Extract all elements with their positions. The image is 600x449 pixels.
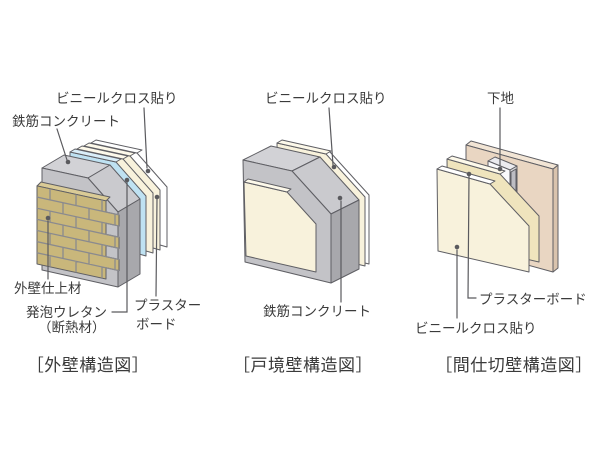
leader-line: [111, 181, 128, 313]
plasterboard-top-edge: [446, 155, 506, 175]
caption-exterior-wall: ［外壁構造図］: [27, 356, 150, 375]
exterior-wall-diagram: [36, 139, 168, 288]
leader-dot: [65, 159, 71, 165]
vinyl-cloth-top-edge: [436, 165, 496, 185]
leader-dot: [145, 168, 151, 174]
label-urethane: 発泡ウレタン: [26, 305, 107, 320]
vinyl-cloth-front-top-edge: [243, 178, 292, 193]
vinyl-cloth-top-edge: [276, 139, 332, 155]
leader-line: [143, 107, 148, 169]
label-plasterboard: ボード: [136, 317, 177, 332]
leader-line: [56, 128, 68, 161]
room-partition-wall-diagram: [436, 140, 559, 273]
diagram-texts: ビニールクロス貼り 鉄筋コンクリート 外壁仕上材 発泡ウレタン （断熱材） プラ…: [12, 91, 593, 375]
leader-dot: [331, 164, 337, 170]
label-vinyl-cloth: ビニールクロス貼り: [56, 91, 178, 106]
unit-partition-wall-diagram: [242, 139, 370, 284]
leader-line: [467, 175, 477, 299]
leader-dots: [45, 159, 503, 250]
back-board-side-face: [552, 164, 559, 273]
leader-dot: [497, 166, 503, 172]
label-reinforced-concrete: 鉄筋コンクリート: [12, 113, 120, 129]
label-plasterboard: プラスターボード: [479, 292, 587, 307]
label-base: 下地: [487, 91, 515, 106]
urethane-top-edge: [69, 148, 122, 163]
concrete-side-face: [330, 199, 360, 284]
label-vinyl-cloth: ビニールクロス貼り: [265, 91, 387, 106]
caption-room-partition-wall: ［間仕切壁構造図］: [435, 356, 593, 375]
leader-dot: [124, 177, 130, 183]
label-plasterboard: プラスター: [134, 298, 201, 313]
label-reinforced-concrete: 鉄筋コンクリート: [263, 303, 371, 319]
brick-veneer: [36, 185, 120, 280]
leader-dot: [454, 244, 460, 250]
label-urethane-note: （断熱材）: [38, 320, 106, 335]
leader-line: [155, 198, 158, 297]
mortar-joints: [37, 188, 119, 279]
leader-lines: [47, 107, 501, 319]
leader-dot: [45, 215, 51, 221]
leader-dot: [154, 194, 160, 200]
leader-dot: [466, 171, 472, 177]
label-vinyl-cloth: ビニールクロス貼り: [415, 321, 537, 336]
concrete-side-face: [117, 198, 141, 288]
caption-unit-partition-wall: ［戸境壁構造図］: [233, 356, 373, 375]
leader-dot: [337, 195, 343, 201]
leader-line: [328, 107, 334, 166]
label-exterior-finish: 外壁仕上材: [14, 281, 82, 296]
